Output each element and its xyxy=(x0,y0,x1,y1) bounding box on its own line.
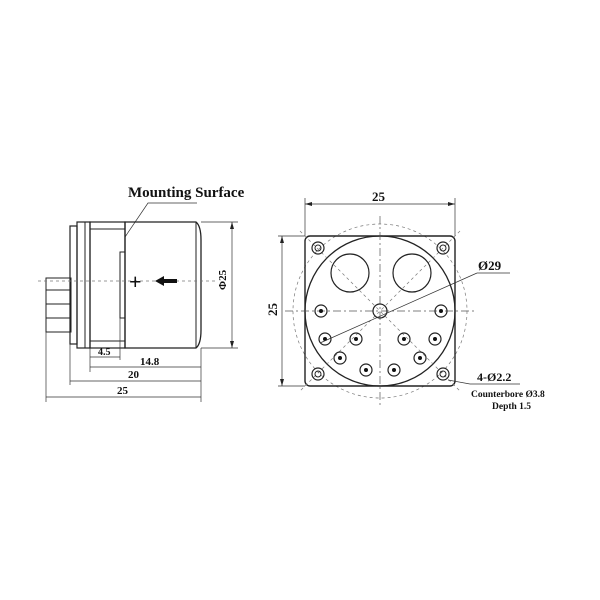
mounting-surface-label: Mounting Surface xyxy=(128,185,245,201)
circle-diameter-label: Ø29 xyxy=(478,258,502,273)
front-view: 25 25 xyxy=(265,189,545,412)
mounting-surface-leader xyxy=(124,202,197,238)
center-pin xyxy=(372,303,388,319)
pins xyxy=(314,304,448,377)
dim-25: 25 xyxy=(117,385,129,397)
flange xyxy=(76,221,91,349)
port-right xyxy=(392,253,432,293)
body xyxy=(124,221,202,349)
corner-holes xyxy=(311,241,450,381)
height-label: 25 xyxy=(265,303,280,317)
plus-symbol: + xyxy=(129,269,142,294)
port-left xyxy=(330,253,370,293)
dim-4-5: 4.5 xyxy=(98,347,111,358)
connector-pins xyxy=(45,277,72,333)
direction-arrow-icon xyxy=(155,276,177,286)
side-view: Mounting Surface + Φ25 xyxy=(38,185,245,402)
hole-label: 4-Ø2.2 xyxy=(477,370,511,384)
width-label: 25 xyxy=(372,189,386,204)
counterbore-label: Counterbore Ø3.8 xyxy=(471,390,545,400)
dim-20: 20 xyxy=(128,369,140,381)
dim-14-8: 14.8 xyxy=(140,356,160,368)
depth-label: Depth 1.5 xyxy=(492,402,531,412)
diameter-label: Φ25 xyxy=(217,269,229,290)
